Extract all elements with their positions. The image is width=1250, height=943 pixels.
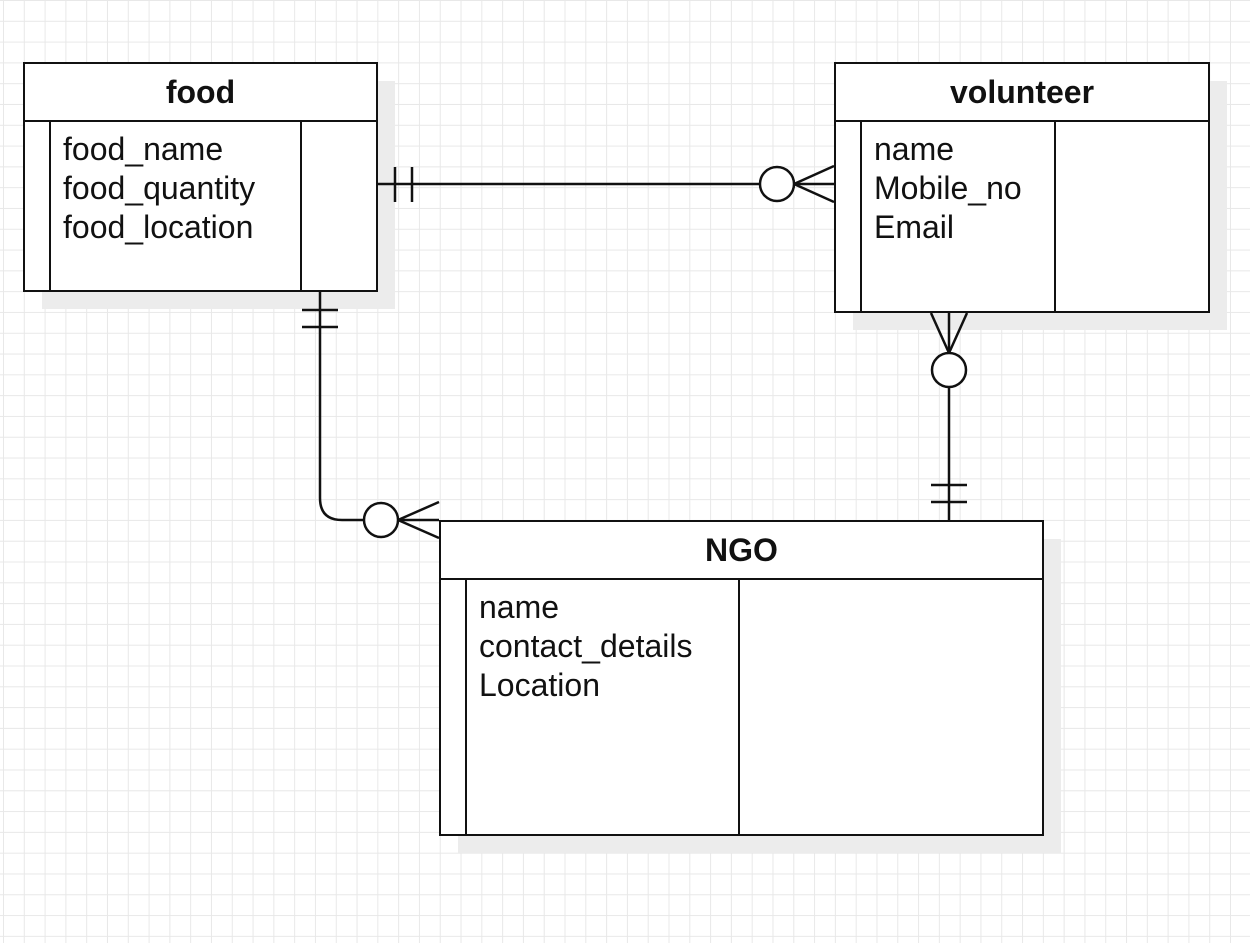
key-column <box>441 580 467 834</box>
key-column <box>836 122 862 311</box>
key-column <box>25 122 51 290</box>
attribute-list: name contact_details Location <box>465 580 738 705</box>
attribute-list: food_name food_quantity food_location <box>49 122 300 247</box>
entity-title[interactable]: NGO <box>441 522 1042 580</box>
attribute[interactable]: Location <box>479 667 600 703</box>
attribute[interactable]: food_name <box>63 131 224 167</box>
entity-ngo[interactable]: NGO name contact_details Location <box>439 520 1044 836</box>
entity-title[interactable]: volunteer <box>836 64 1208 122</box>
crows-foot-prong <box>793 164 835 186</box>
attribute[interactable]: food_location <box>63 209 254 245</box>
entity-food[interactable]: food food_name food_quantity food_locati… <box>23 62 378 292</box>
crows-foot-prong <box>793 182 835 204</box>
optional-circle <box>930 351 968 389</box>
optional-circle <box>362 501 400 539</box>
entity-body: name contact_details Location <box>441 580 1042 834</box>
attribute[interactable]: contact_details <box>479 628 693 664</box>
attribute[interactable]: Mobile_no <box>874 170 1022 206</box>
attribute[interactable]: name <box>874 131 955 167</box>
optional-circle <box>758 165 796 203</box>
crows-foot-prong <box>397 500 440 522</box>
entity-body: food_name food_quantity food_location <box>25 122 376 290</box>
attribute-column: food_name food_quantity food_location <box>49 122 302 290</box>
attribute[interactable]: Email <box>874 209 955 245</box>
attribute-column: name contact_details Location <box>465 580 740 834</box>
relationship-ngo-volunteer[interactable] <box>929 312 969 520</box>
entity-volunteer[interactable]: volunteer name Mobile_no Email <box>834 62 1210 313</box>
attribute[interactable]: name <box>479 589 560 625</box>
attribute-list: name Mobile_no Email <box>860 122 1054 247</box>
entity-body: name Mobile_no Email <box>836 122 1208 311</box>
crows-foot-prong <box>397 518 440 540</box>
entity-title[interactable]: food <box>25 64 376 122</box>
relationship-food-ngo[interactable] <box>302 292 440 540</box>
crows-foot-prong <box>947 312 969 354</box>
attribute-column: name Mobile_no Email <box>860 122 1056 311</box>
attribute[interactable]: food_quantity <box>63 170 256 206</box>
crows-foot-prong <box>929 312 951 354</box>
relationship-food-volunteer[interactable] <box>378 164 835 204</box>
